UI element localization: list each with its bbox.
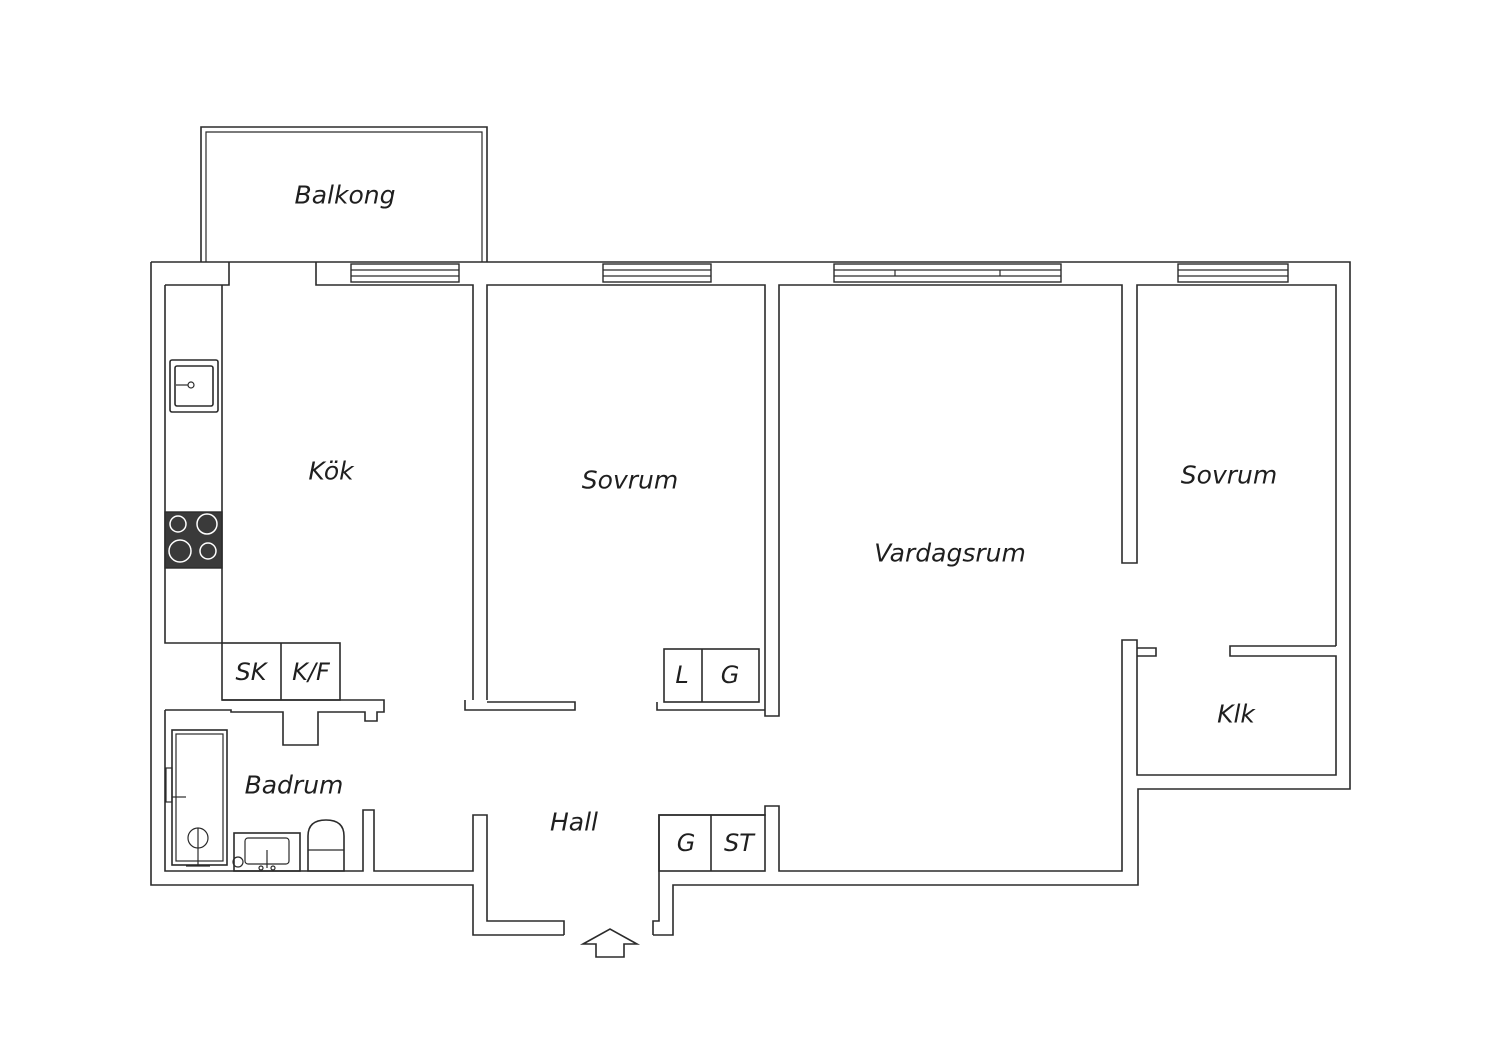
window-2 [602, 263, 712, 283]
room-label-kitchen: Kök [308, 456, 354, 486]
hall-storage-units [658, 814, 766, 872]
storage-label-fridge-freezer: K/F [292, 658, 330, 686]
window-4 [1177, 263, 1289, 283]
storage-label-hall-wardrobe: G [676, 829, 696, 857]
storage-label-hall-storage: ST [724, 829, 754, 857]
window-3 [833, 263, 1062, 283]
storage-label-bedroom-wardrobe: G [720, 661, 740, 689]
room-label-balcony: Balkong [294, 180, 396, 210]
window-1 [350, 263, 460, 283]
room-label-hall: Hall [549, 807, 599, 837]
room-label-living-room: Vardagsrum [874, 538, 1026, 568]
outer-walls [150, 261, 1351, 936]
stove-icon [164, 511, 223, 569]
room-label-walk-in-closet: Klk [1217, 699, 1255, 729]
balcony-outline [200, 126, 488, 262]
storage-label-kitchen-cabinet: SK [235, 658, 267, 686]
room-label-bedroom-left: Sovrum [581, 465, 679, 495]
storage-label-linen: L [675, 661, 689, 689]
toilet-icon [307, 819, 345, 872]
bedroom-left-bottom-walls [464, 648, 765, 711]
shower-icon [165, 729, 228, 867]
room-label-bedroom-right: Sovrum [1180, 460, 1278, 490]
sink-icon [169, 359, 219, 413]
room-label-bathroom: Badrum [244, 770, 344, 800]
washbasin-icon [232, 832, 301, 872]
entrance-arrow-icon [579, 928, 641, 958]
kitchen-counter [164, 285, 385, 746]
